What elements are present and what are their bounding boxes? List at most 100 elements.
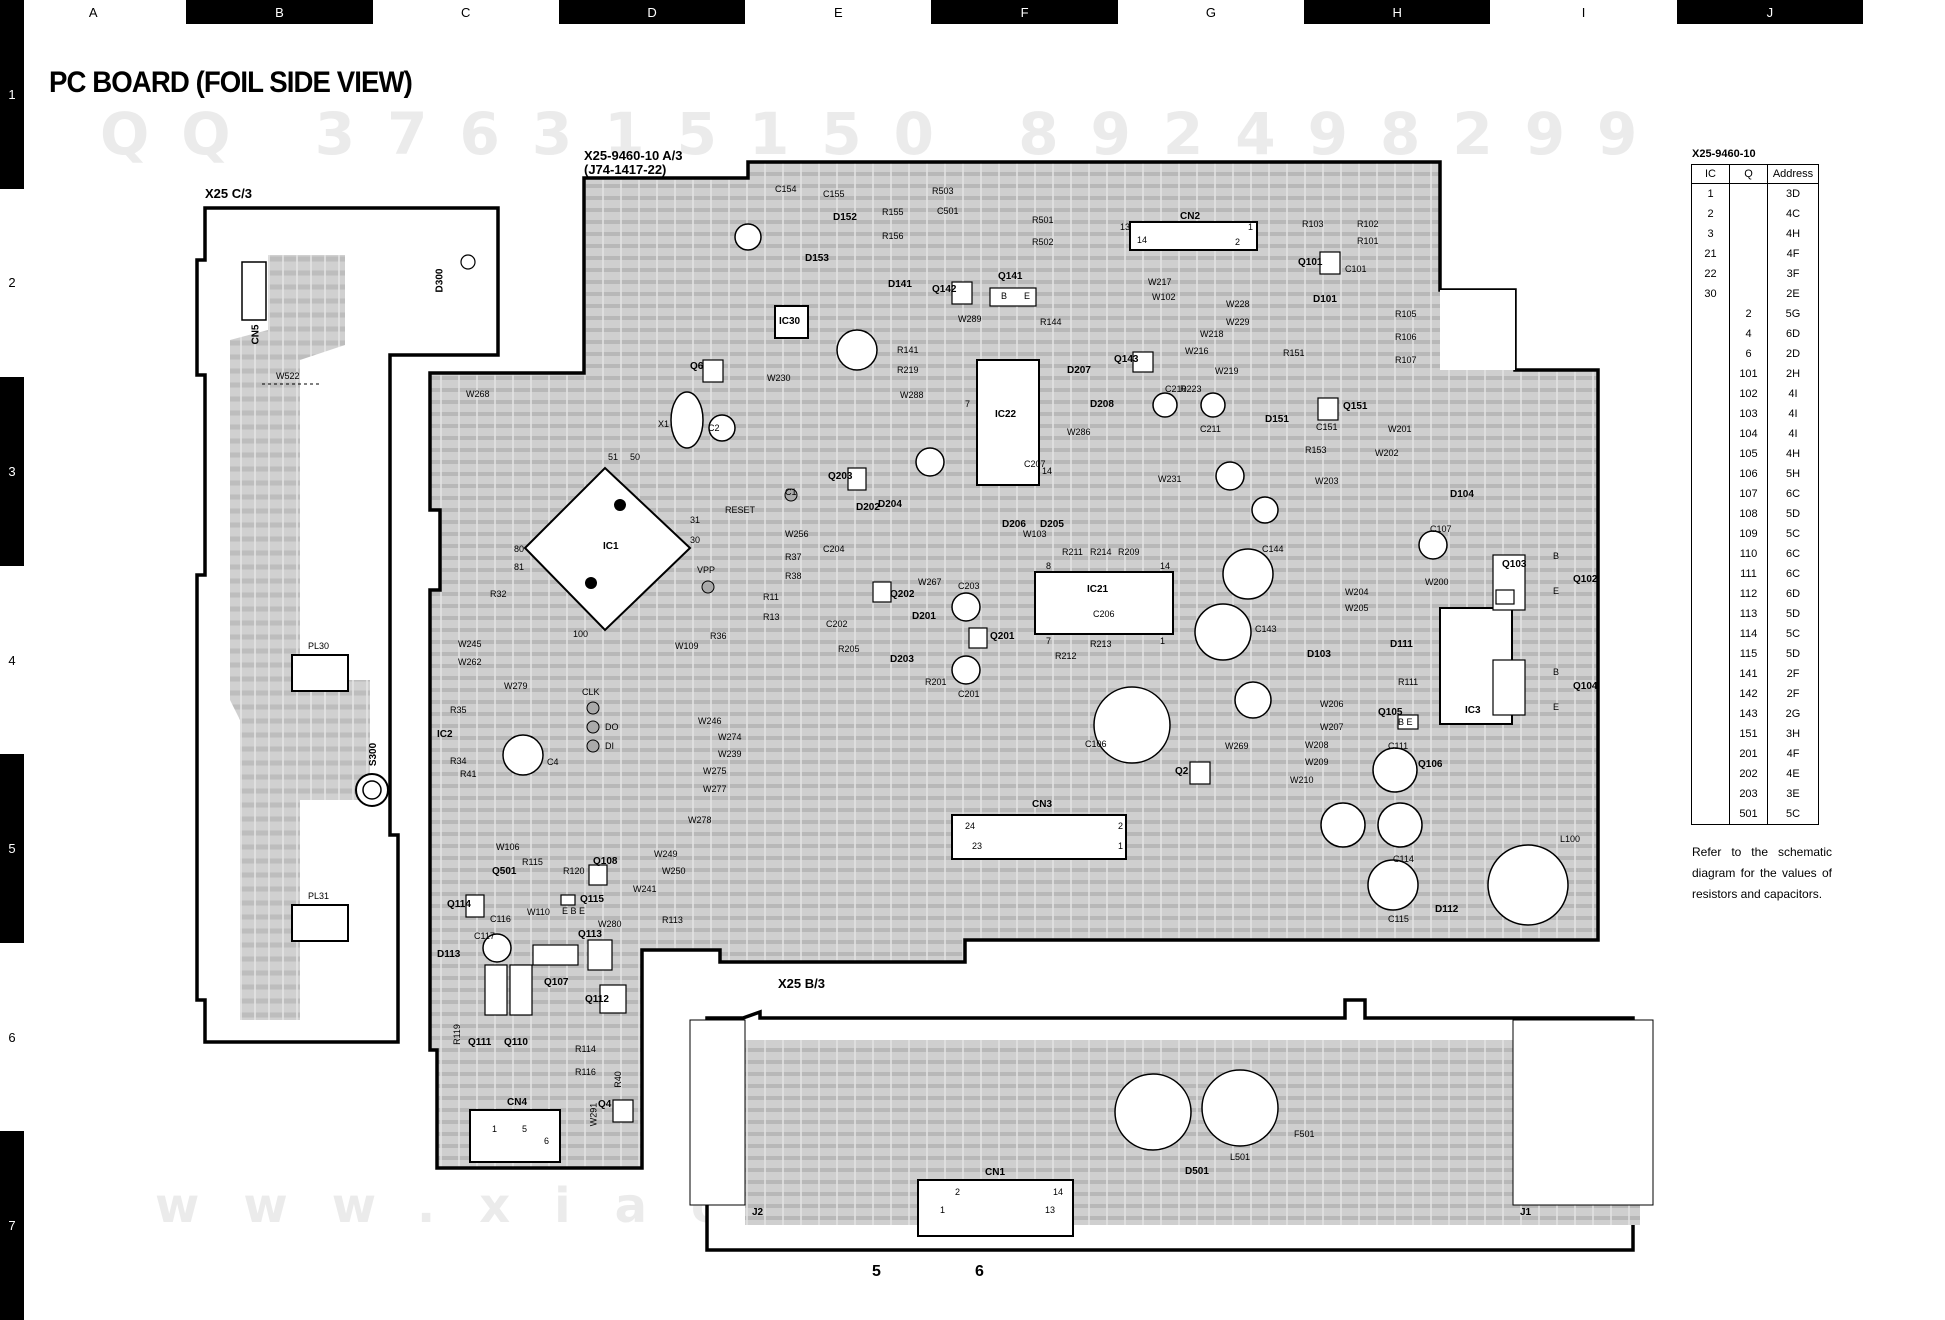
column-header-q: Q	[1729, 164, 1768, 184]
r214-label: R214	[1090, 547, 1112, 557]
ic-cell	[1691, 784, 1730, 804]
pl30-lamp	[291, 654, 349, 692]
q-cell: 501	[1729, 804, 1768, 825]
ic-cell	[1691, 504, 1730, 524]
cn4-pin5: 5	[522, 1124, 528, 1134]
r111-label: R111	[1398, 677, 1419, 687]
address-cell: 4I	[1767, 424, 1819, 444]
r115-label: R115	[522, 857, 543, 867]
address-cell: 6D	[1767, 584, 1819, 604]
ic-cell	[1691, 704, 1730, 724]
c203-label: C203	[958, 581, 980, 591]
q105-label: Q105	[1378, 707, 1403, 718]
r120-label: R120	[563, 866, 585, 876]
q112-transistor	[599, 984, 627, 1014]
address-cell: 4E	[1767, 764, 1819, 784]
c208-capacitor	[1215, 461, 1245, 491]
ic-cell	[1691, 744, 1730, 764]
clk-label: CLK	[582, 687, 600, 697]
r155-label: R155	[882, 207, 904, 217]
ic-cell	[1691, 544, 1730, 564]
c111-capacitor	[1372, 747, 1418, 793]
x1-crystal	[670, 391, 704, 449]
c207-label: C207	[1024, 459, 1046, 469]
d104-label: D104	[1450, 489, 1474, 500]
w209-label: W209	[1305, 757, 1329, 767]
c154-label: C154	[775, 184, 797, 194]
ic22-chip	[976, 359, 1040, 486]
cn1-pin1: 1	[940, 1205, 946, 1215]
w218-label: W218	[1200, 329, 1224, 339]
c114-label: C114	[1393, 854, 1414, 864]
w291-label: W291	[588, 1102, 599, 1127]
w288-label: W288	[900, 390, 924, 400]
d112-label: D112	[1435, 904, 1459, 915]
board-b-label: X25 B/3	[778, 976, 825, 991]
cn1-pin14: 14	[1053, 1187, 1064, 1197]
ic-cell: 21	[1691, 244, 1730, 264]
q2-transistor	[1189, 761, 1211, 785]
cn1-pin13: 13	[1045, 1205, 1056, 1215]
ic-cell	[1691, 624, 1730, 644]
address-cell: 5H	[1767, 464, 1819, 484]
c107-label: C107	[1430, 524, 1452, 534]
board-c-label: X25 C/3	[205, 186, 252, 201]
cn3-label: CN3	[1032, 799, 1053, 810]
q-cell: 6	[1729, 344, 1768, 364]
c211-capacitor	[1200, 392, 1226, 418]
r41-label: R41	[460, 769, 477, 779]
w204-label: W204	[1345, 587, 1369, 597]
r141-label: R141	[897, 345, 919, 355]
row-label: 5	[0, 754, 24, 943]
r502-label: R502	[1032, 237, 1054, 247]
q141-transistor	[989, 287, 1037, 307]
w249-label: W249	[654, 849, 678, 859]
ic2-label: IC2	[437, 729, 453, 740]
q114-label: Q114	[447, 899, 471, 910]
q110-transistor	[509, 964, 533, 1016]
r114-label: R114	[575, 1044, 596, 1054]
w109-label: W109	[675, 641, 699, 651]
q112-label: Q112	[585, 994, 609, 1005]
ic-cell	[1691, 664, 1730, 684]
r106-label: R106	[1395, 332, 1417, 342]
d205-label: D205	[1040, 519, 1064, 530]
q111-transistor	[484, 964, 508, 1016]
w229-label: W229	[1226, 317, 1250, 327]
page-title: PC BOARD (FOIL SIDE VIEW)	[49, 66, 413, 99]
ic-cell	[1691, 444, 1730, 464]
q142-transistor	[951, 281, 973, 305]
pl30-label: PL30	[308, 641, 330, 651]
c201-capacitor	[951, 655, 981, 685]
q201-label: Q201	[990, 631, 1015, 642]
r153-label: R153	[1305, 445, 1327, 455]
ic1-pin31: 31	[690, 515, 701, 525]
address-cell: 6C	[1767, 544, 1819, 564]
q2-label: Q2	[1175, 766, 1189, 777]
w256-label: W256	[785, 529, 809, 539]
j1-label: J1	[1520, 1207, 1532, 1218]
ic-cell	[1691, 324, 1730, 344]
q102-base-pin: B	[1553, 551, 1560, 561]
r105-label: R105	[1395, 309, 1417, 319]
q105-transistor	[1397, 714, 1419, 730]
q-cell: 109	[1729, 524, 1768, 544]
w279-label: W279	[504, 681, 528, 691]
w289-label: W289	[958, 314, 982, 324]
ic1-chip	[523, 466, 692, 632]
r113-label: R113	[662, 915, 683, 925]
ic-cell	[1691, 684, 1730, 704]
c210-label: C210	[1165, 384, 1187, 394]
cn3-connector	[951, 814, 1127, 860]
q108-label: Q108	[593, 856, 618, 867]
